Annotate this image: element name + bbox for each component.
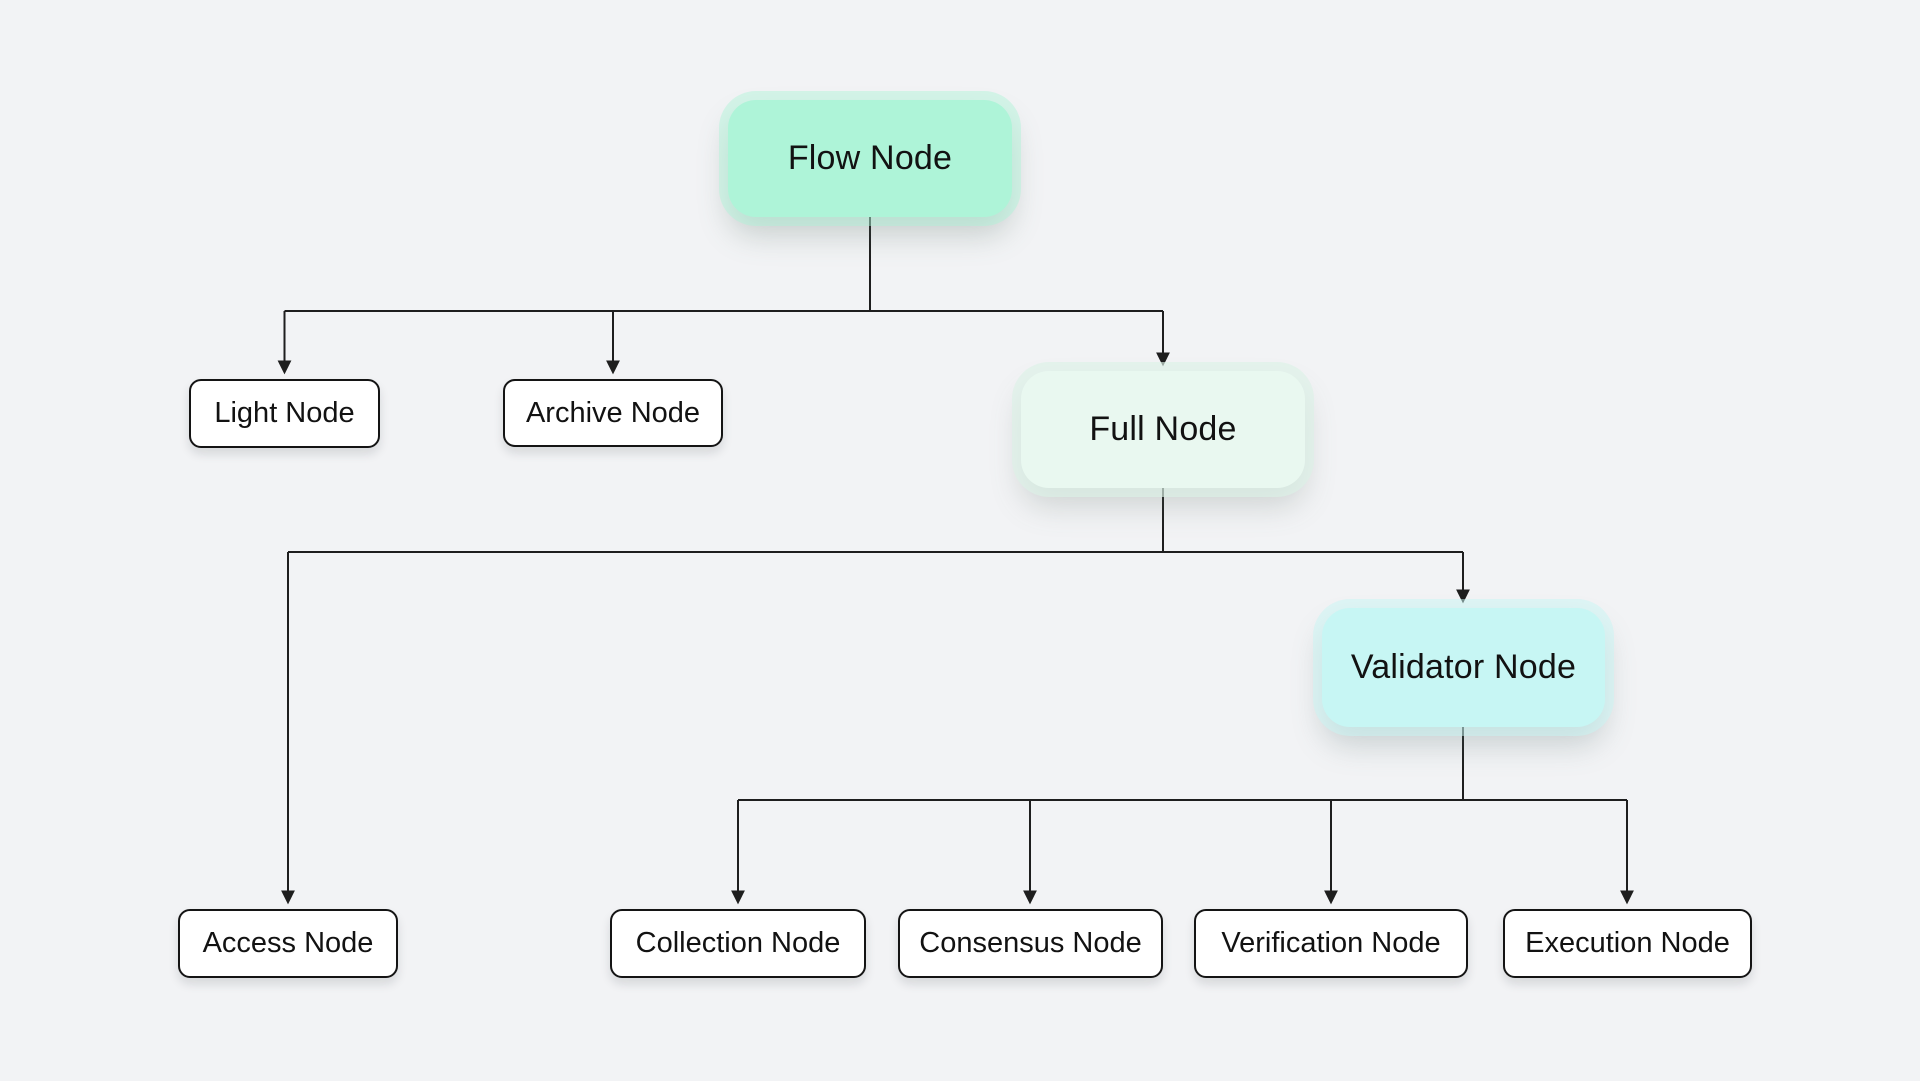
node-archive-node-label: Archive Node	[525, 396, 701, 429]
node-execution-node-label: Execution Node	[1525, 927, 1730, 959]
node-archive-node: Archive Node	[503, 379, 723, 447]
node-consensus-node: Consensus Node	[898, 909, 1163, 978]
node-full-node-label: Full Node	[1089, 410, 1237, 448]
node-full-node: Full Node	[1021, 371, 1305, 488]
node-execution-node: Execution Node	[1503, 909, 1752, 978]
node-access-node: Access Node	[178, 909, 398, 978]
node-light-node-label: Light Node	[214, 397, 355, 429]
node-consensus-node-label: Consensus Node	[919, 927, 1142, 959]
node-flow-node-label: Flow Node	[787, 139, 953, 177]
node-flow-node: Flow Node	[728, 100, 1012, 217]
node-access-node-label: Access Node	[202, 927, 374, 959]
node-verification-node: Verification Node	[1194, 909, 1468, 978]
node-light-node: Light Node	[189, 379, 380, 448]
node-validator-node-label: Validator Node	[1350, 648, 1577, 686]
node-collection-node-label: Collection Node	[635, 927, 841, 959]
node-collection-node: Collection Node	[610, 909, 866, 978]
node-validator-node: Validator Node	[1322, 608, 1605, 727]
node-verification-node-label: Verification Node	[1221, 927, 1441, 959]
